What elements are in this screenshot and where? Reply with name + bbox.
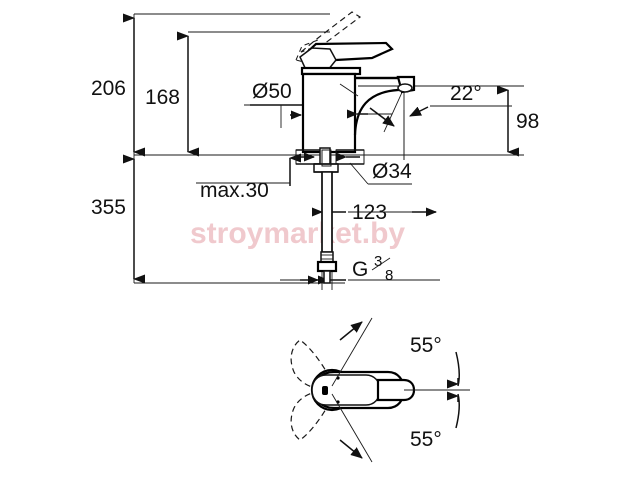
- faucet-body-column: [301, 72, 357, 154]
- angle-55-upper-label: 55°: [410, 334, 442, 357]
- flexible-hose: [316, 171, 338, 284]
- dimension-123-label: 123: [352, 201, 387, 224]
- dimension-d50-label: Ø50: [252, 80, 292, 103]
- angle-55-upper: 55°: [331, 317, 461, 389]
- swivel-ghost-outlines: [290, 339, 331, 441]
- faucet-side-elevation: [290, 11, 416, 284]
- dimension-98-label: 98: [516, 110, 539, 133]
- dimension-d34: Ø34: [349, 160, 412, 185]
- dimension-d34-label: Ø34: [372, 160, 412, 183]
- dimension-355: 355: [91, 154, 145, 284]
- dimension-g38-numerator: 3: [374, 253, 382, 270]
- dimension-angle-22-label: 22°: [450, 82, 482, 105]
- dimension-206: 206: [91, 13, 145, 157]
- dimension-168: 168: [145, 31, 199, 157]
- handle-lever: [299, 41, 394, 71]
- angle-55-lower: 55°: [331, 391, 461, 463]
- angle-55-lower-label: 55°: [410, 428, 442, 451]
- dimension-206-label: 206: [91, 77, 126, 100]
- body-leader-arrows: [290, 107, 395, 127]
- dimension-g38: G 3 8: [280, 253, 393, 290]
- dimension-98: 98: [404, 85, 539, 157]
- faucet-top-view: 55° 55°: [290, 317, 470, 463]
- faucet-spout: [339, 75, 416, 136]
- dimension-max30-label: max.30: [200, 179, 269, 202]
- dimension-g38-denominator: 8: [385, 267, 393, 284]
- dimension-max30: max.30: [196, 153, 301, 202]
- dimension-168-label: 168: [145, 86, 180, 109]
- lever-top-outline: [311, 370, 470, 410]
- watermark-text: stroymarket.by: [190, 217, 405, 250]
- watermark: stroymarket.by: [190, 217, 405, 250]
- dimension-g38-label: G: [352, 258, 368, 281]
- threaded-stud: [321, 149, 332, 167]
- dimension-355-label: 355: [91, 196, 126, 219]
